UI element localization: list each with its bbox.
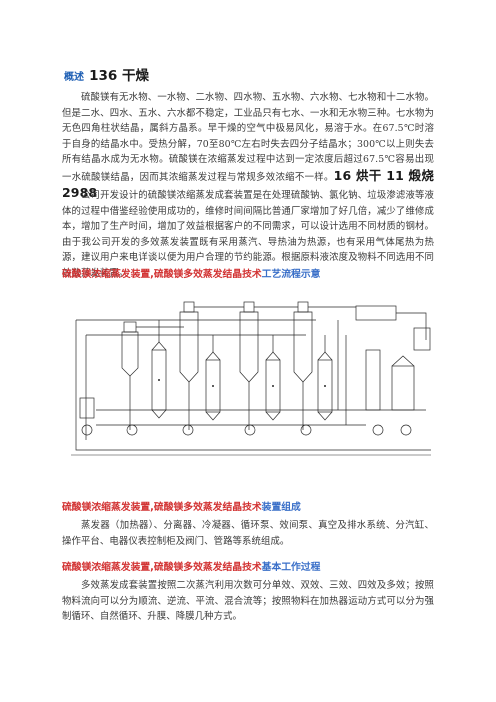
para2-paragraph: 公司开发设计的硫酸镁浓缩蒸发成套装置是在处理硫酸钠、氯化钠、垃圾渗滤液等液体的过… [62,188,434,281]
intro-inline-bold: 16 烘干 11 煅烧 2988 [62,167,434,201]
section3-blue: 基本工作过程 [261,562,321,573]
section3-text: 多效蒸发成套装置按照二次蒸汽利用次数可分单效、双效、三效、四效及多效；按照物料流… [62,580,434,622]
section2-red: 硫酸镁浓缩蒸发装置,硫酸镁多效蒸发结晶技术 [62,502,262,513]
title-prefix: 概述 [64,72,84,83]
section3-red: 硫酸镁浓缩蒸发装置,硫酸镁多效蒸发结晶技术 [62,562,262,573]
title-main: 136 干燥 [89,68,149,84]
section-heading-composition: 硫酸镁浓缩蒸发装置,硫酸镁多效蒸发结晶技术装置组成 [62,499,301,513]
para2-text: 公司开发设计的硫酸镁浓缩蒸发成套装置是在处理硫酸钠、氯化钠、垃圾渗滤液等液体的过… [62,190,434,279]
title-line: 概述 136 干燥 [64,64,149,84]
section-heading-process: 硫酸镁浓缩蒸发装置,硫酸镁多效蒸发结晶技术工艺流程示意 [62,266,320,280]
intro-text: 硫酸镁有无水物、一水物、二水物、四水物、五水物、六水物、七水物和十二水物。但是二… [62,92,434,183]
process-flow-diagram [71,301,431,456]
section1-blue: 工艺流程示意 [261,269,321,280]
section-heading-workflow: 硫酸镁浓缩蒸发装置,硫酸镁多效蒸发结晶技术基本工作过程 [62,559,320,573]
section2-blue: 装置组成 [261,502,301,513]
section1-red: 硫酸镁浓缩蒸发装置,硫酸镁多效蒸发结晶技术 [62,269,262,280]
intro-paragraph: 硫酸镁有无水物、一水物、二水物、四水物、五水物、六水物、七水物和十二水物。但是二… [62,90,434,203]
section2-text: 蒸发器（加热器）、分离器、冷凝器、循环泵、效间泵、真空及排水系统、分汽缸、操作平… [62,520,434,547]
workflow-paragraph: 多效蒸发成套装置按照二次蒸汽利用次数可分单效、双效、三效、四效及多效；按照物料流… [62,578,434,625]
composition-paragraph: 蒸发器（加热器）、分离器、冷凝器、循环泵、效间泵、真空及排水系统、分汽缸、操作平… [62,518,434,549]
